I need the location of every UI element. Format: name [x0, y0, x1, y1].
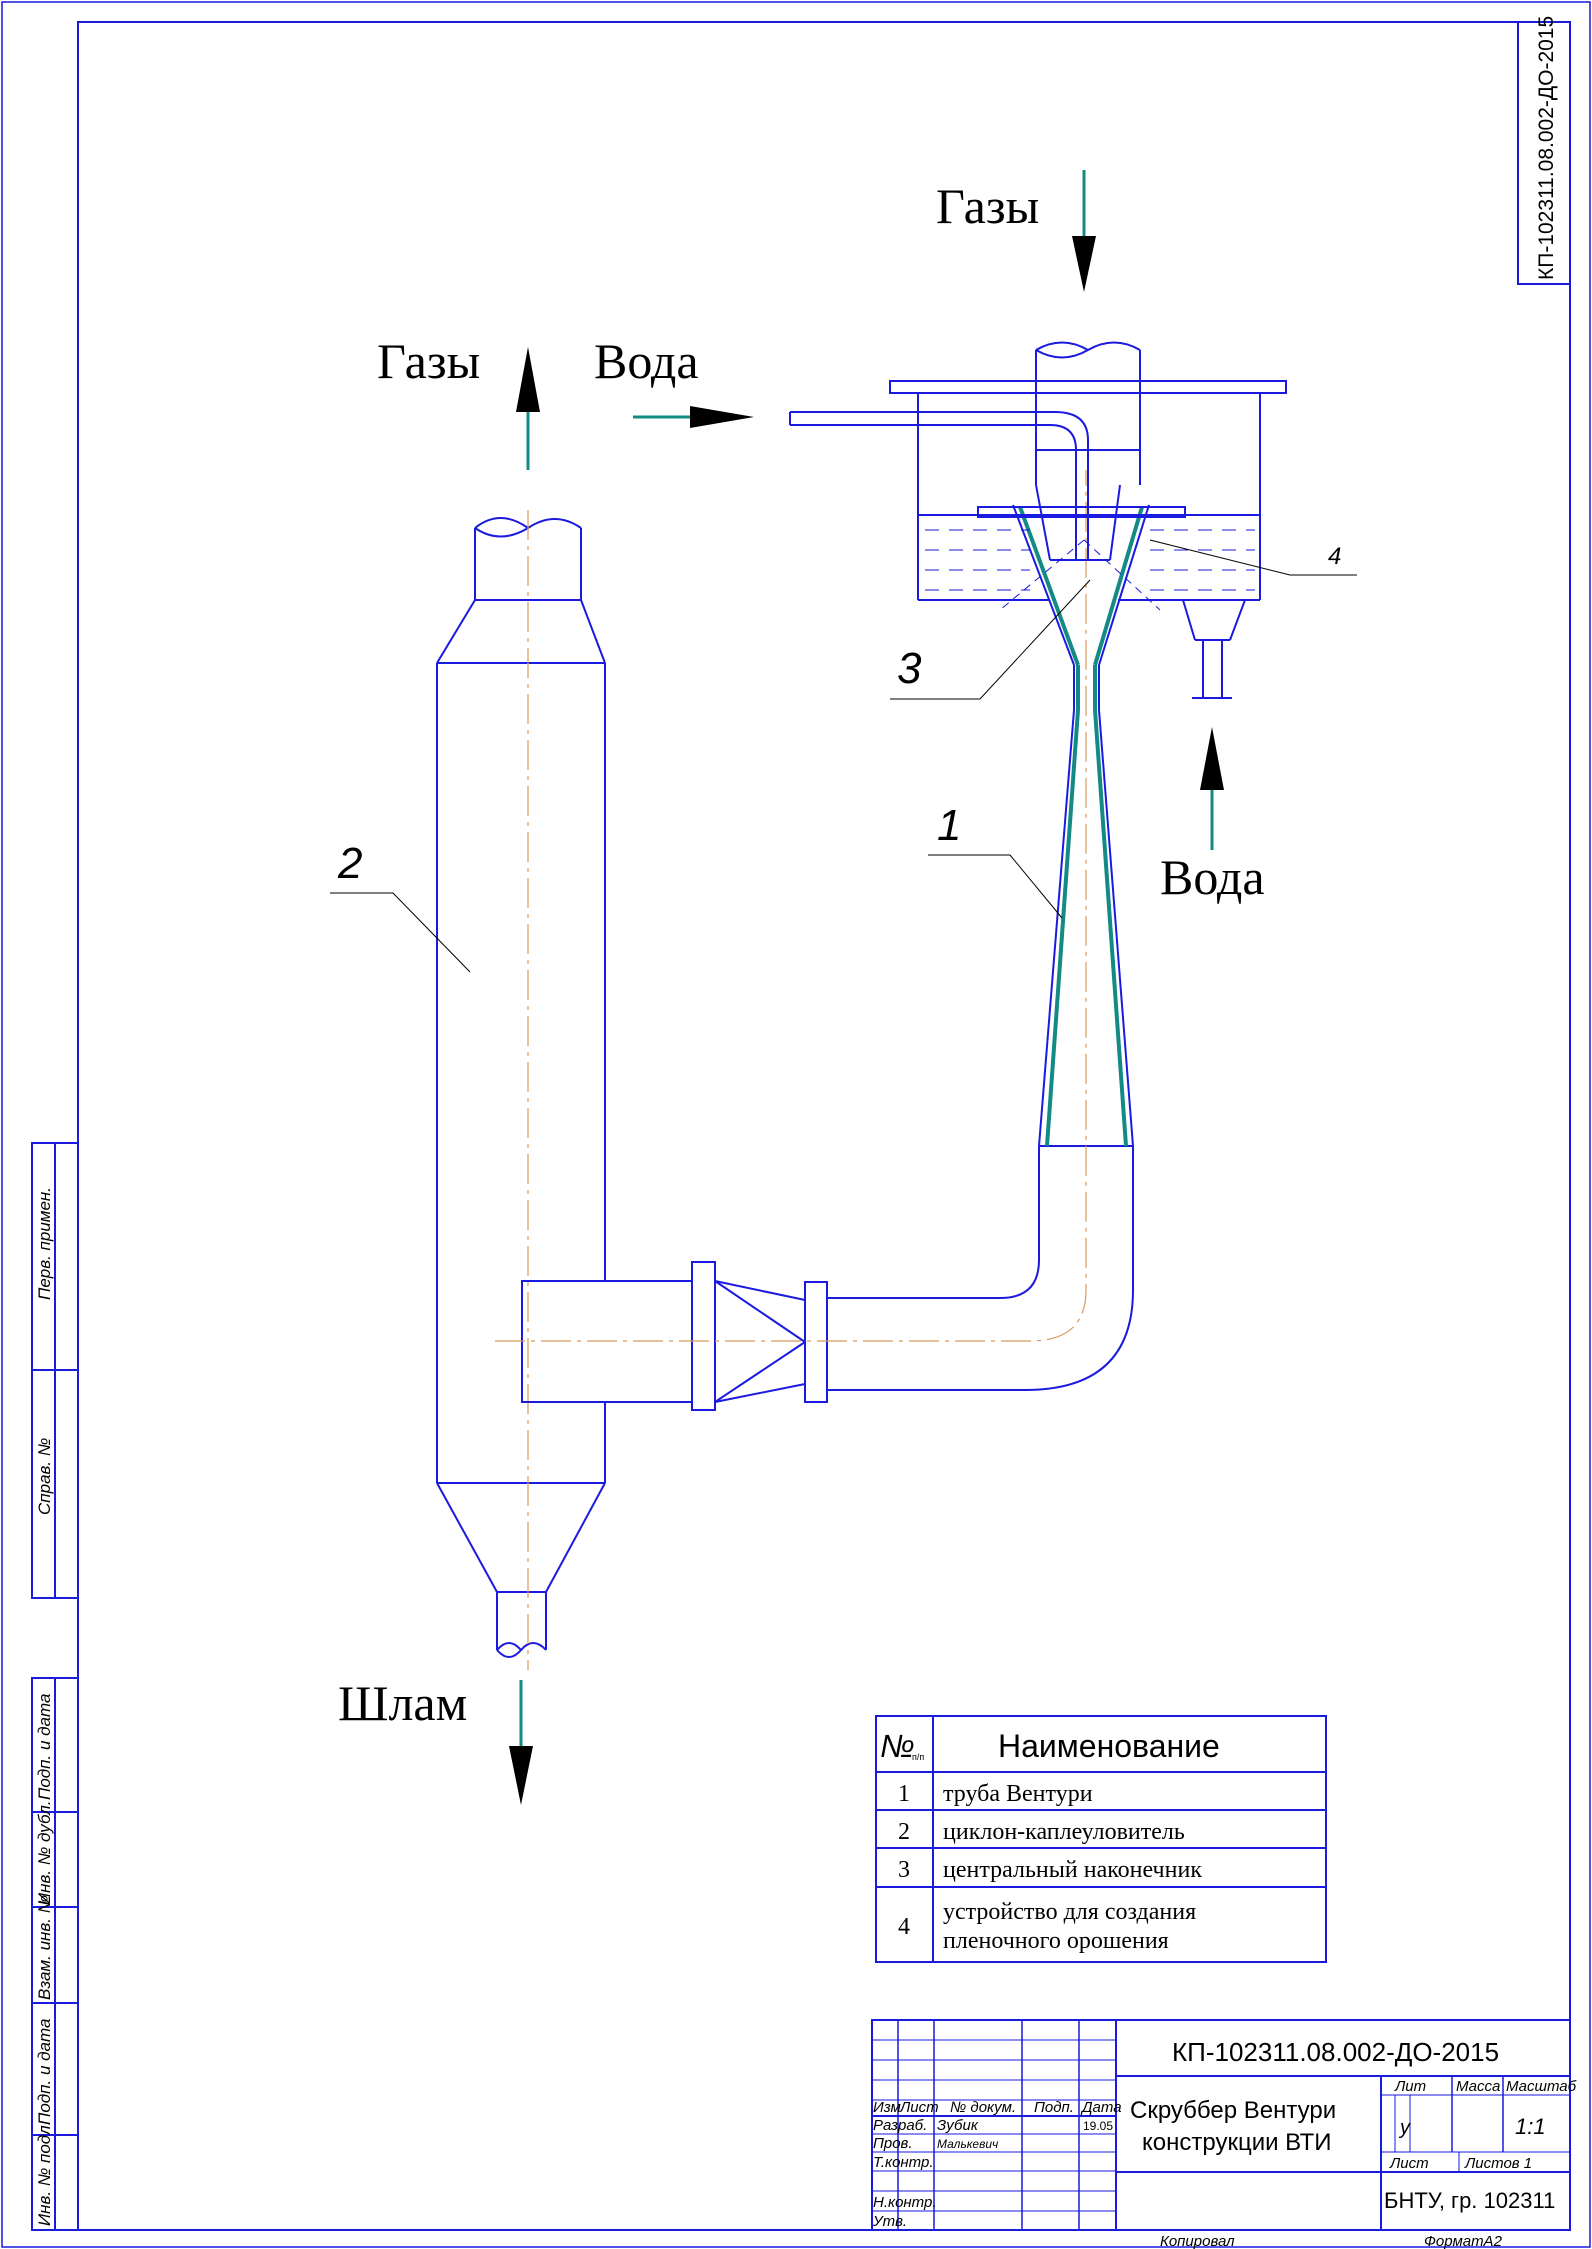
tb-prov-name: Малькевич — [937, 2137, 998, 2151]
tb-razrab-date: 19.05 — [1083, 2119, 1113, 2133]
label-inv-podl: Инв. № подл. — [35, 2121, 54, 2227]
parts-row-2-name: циклон-каплеуловитель — [943, 1819, 1185, 1845]
label-gas-in: Газы — [936, 178, 1039, 234]
tb-col-dokum: № докум. — [950, 2099, 1016, 2116]
callout-numbers: 1 2 3 4 — [337, 543, 1341, 888]
label-water-side: Вода — [1160, 849, 1265, 905]
venturi-tube — [1012, 504, 1150, 1147]
tb-title-2: конструкции ВТИ — [1142, 2129, 1331, 2156]
tb-massa: Масса — [1456, 2078, 1500, 2095]
tb-col-list: Лист — [899, 2099, 939, 2116]
callout-1: 1 — [937, 801, 961, 850]
parts-row-4-name-1: устройство для создания — [943, 1899, 1196, 1925]
tb-razrab-name: Зубик — [937, 2117, 979, 2134]
water-hatching — [925, 529, 1255, 591]
parts-head-no: № — [880, 1728, 915, 1764]
leader-lines — [330, 539, 1357, 973]
tb-kopiroval: Копировал — [1160, 2233, 1235, 2249]
flow-labels: Газы Газы Вода Вода Шлам — [338, 178, 1265, 1731]
irrigation-tank — [789, 341, 1287, 699]
tb-prov: Пров. — [873, 2135, 913, 2152]
tb-format: ФорматА2 — [1424, 2233, 1503, 2249]
spray-cone — [999, 539, 1161, 611]
parts-table-text: № п/п Наименование 1 труба Вентури 2 цик… — [880, 1728, 1220, 1954]
tb-col-izm: Изм — [873, 2099, 901, 2116]
drawing-frame — [77, 21, 1571, 2231]
parts-row-1-name: труба Вентури — [943, 1781, 1093, 1807]
label-inv-dubl: Инв. № дубл. — [35, 1800, 54, 1905]
callout-4: 4 — [1328, 543, 1341, 570]
tb-lit-val: у — [1398, 2117, 1411, 2139]
parts-head-name: Наименование — [998, 1728, 1220, 1764]
parts-row-3-name: центральный наконечник — [943, 1857, 1202, 1883]
label-water-top: Вода — [594, 333, 699, 389]
title-block-text: Изм Лист № докум. Подп. Дата Разраб. Зуб… — [872, 2078, 1577, 2249]
cyclone-droplet-catcher — [436, 517, 606, 1658]
tb-razrab: Разраб. — [873, 2117, 927, 2134]
tb-list: Лист — [1389, 2155, 1429, 2172]
label-sludge: Шлам — [338, 1675, 467, 1731]
side-code-text: КП-102311.08.002-ДО-2015 — [1535, 16, 1558, 280]
tb-doc-code: КП-102311.08.002-ДО-2015 — [1172, 2037, 1499, 2067]
parts-row-2-n: 2 — [898, 1819, 910, 1845]
parts-row-3-n: 3 — [898, 1857, 910, 1883]
label-podp-data-1: Подп. и дата — [35, 1694, 54, 1800]
tb-title-1: Скруббер Вентури — [1130, 2097, 1336, 2124]
parts-row-4-name-2: пленочного орошения — [943, 1928, 1169, 1954]
tb-n-kontr: Н.контр. — [873, 2194, 937, 2211]
parts-row-1-n: 1 — [898, 1781, 910, 1807]
label-podp-data-2: Подп. и дата — [35, 2019, 54, 2125]
title-block — [871, 2019, 1571, 2231]
flow-arrows — [509, 170, 1224, 1805]
left-margin-stamps — [31, 1142, 79, 2231]
tb-t-kontr: Т.контр. — [873, 2154, 934, 2171]
callout-3: 3 — [897, 644, 922, 693]
label-perv-primen: Перв. примен. — [35, 1187, 54, 1300]
parts-head-no-sub: п/п — [912, 1752, 924, 1762]
title-block-main-text: КП-102311.08.002-ДО-2015 Скруббер Вентур… — [1130, 2037, 1555, 2213]
tb-lit: Лит — [1394, 2078, 1426, 2095]
label-vzam-inv: Взам. инв. № — [35, 1895, 54, 2000]
parts-row-4-n: 4 — [898, 1914, 910, 1940]
tb-scale: 1:1 — [1515, 2114, 1546, 2139]
tb-utv: Утв. — [872, 2213, 907, 2230]
inlet-duct — [521, 1145, 1134, 1411]
tb-masshtab: Масштаб — [1506, 2078, 1577, 2095]
tb-org: БНТУ, гр. 102311 — [1384, 2188, 1555, 2213]
tb-listov: Листов 1 — [1464, 2155, 1532, 2172]
label-sprav: Справ. № — [35, 1438, 54, 1515]
parts-table — [875, 1715, 1327, 1963]
side-code-box: КП-102311.08.002-ДО-2015 — [1517, 16, 1571, 285]
left-margin-labels: Перв. примен. Справ. № Подп. и дата Инв.… — [35, 1187, 54, 2226]
label-gas-out: Газы — [377, 333, 480, 389]
callout-2: 2 — [337, 839, 362, 888]
inlet-axis — [495, 470, 1087, 1342]
tb-col-data: Дата — [1080, 2099, 1122, 2116]
tb-col-podp: Подп. — [1034, 2099, 1074, 2116]
